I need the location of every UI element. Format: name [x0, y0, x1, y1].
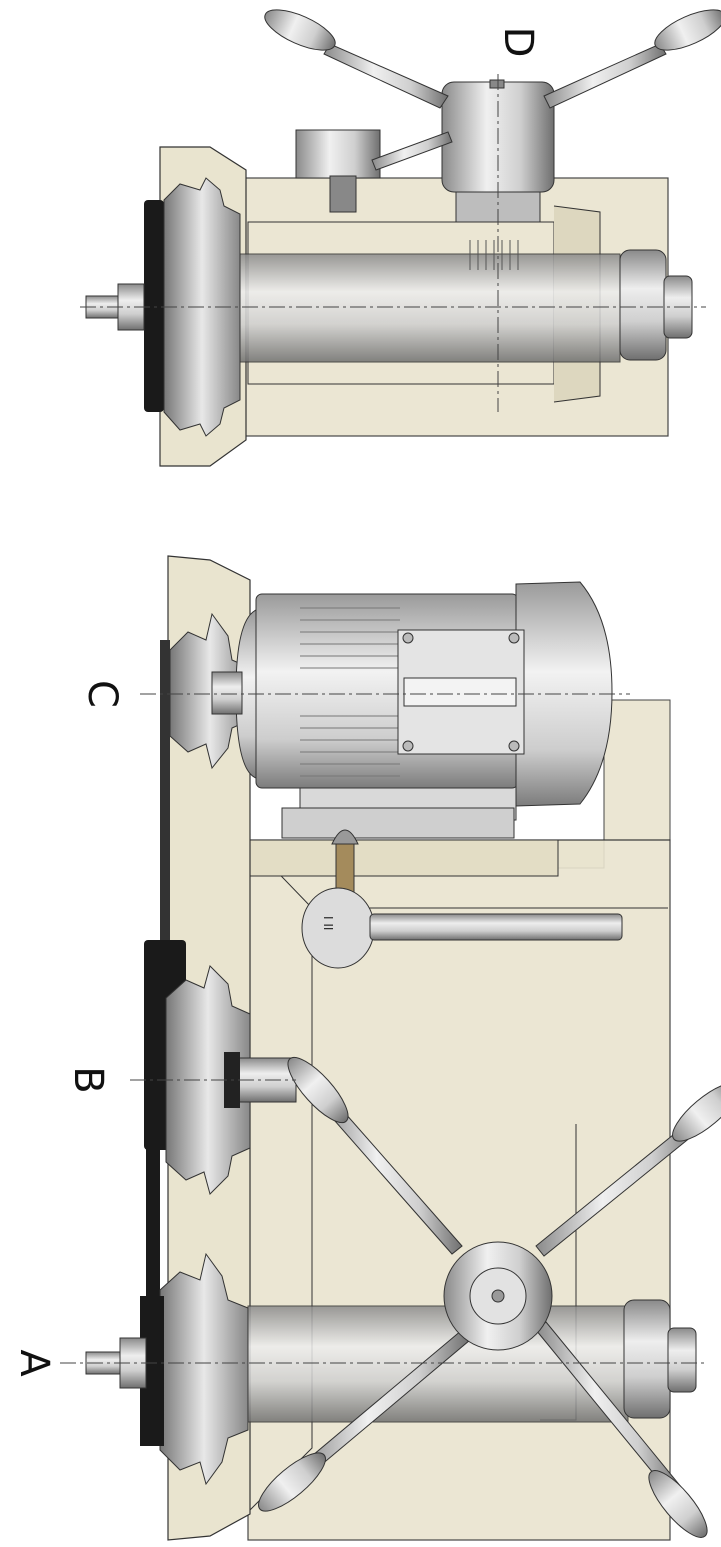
- svg-text:I II: I II: [321, 916, 335, 930]
- upper-quill: [239, 253, 621, 363]
- upper-view-assembly: D: [80, 9, 721, 467]
- motor-end-cap: [515, 581, 613, 807]
- label-d: D: [495, 27, 541, 58]
- upper-hub-cap: [295, 129, 381, 179]
- upper-belt: [144, 200, 164, 412]
- speed-selector-dial[interactable]: [301, 887, 375, 969]
- pulley-a: [159, 1252, 249, 1486]
- label-c: C: [79, 680, 125, 708]
- label-b: B: [65, 1066, 111, 1093]
- upper-lever-arms: [264, 9, 721, 171]
- feed-handwheel[interactable]: [251, 1049, 721, 1545]
- upper-gear-teeth: [469, 240, 519, 270]
- speed-selector-lever[interactable]: [369, 913, 623, 941]
- pulley-b: [165, 965, 251, 1195]
- lower-view-assembly: I II A B C: [11, 555, 721, 1545]
- label-a: A: [11, 1349, 57, 1377]
- belt-b-c: [160, 640, 170, 940]
- motor-c: [211, 581, 613, 839]
- speed-selector[interactable]: I II: [301, 829, 623, 969]
